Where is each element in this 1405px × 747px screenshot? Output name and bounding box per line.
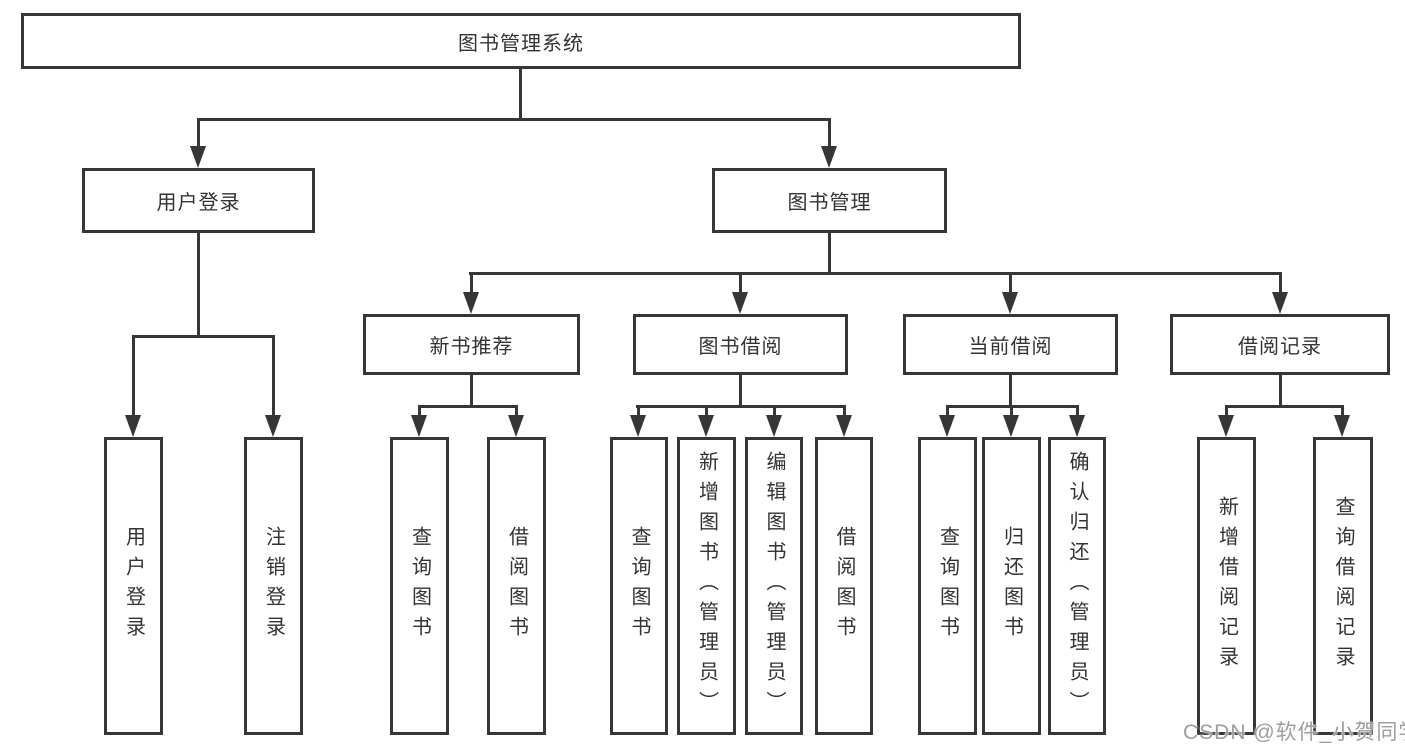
connector-line [843, 405, 846, 419]
connector-line [469, 272, 1282, 275]
connector-line [519, 69, 522, 121]
connector-line [418, 405, 421, 419]
arrowhead-down-icon [630, 415, 646, 437]
leaf-label: 借阅图书 [833, 526, 855, 646]
arrowhead-down-icon [125, 415, 141, 437]
connector-line [739, 375, 742, 405]
arrowhead-down-icon [1069, 415, 1085, 437]
arrowhead-down-icon [411, 415, 427, 437]
arrowhead-down-icon [698, 415, 714, 437]
connector-line [637, 405, 640, 419]
leaf-label: 新增借阅记录 [1215, 496, 1238, 676]
node-borrowing-records: 借阅记录 [1170, 314, 1390, 375]
node-new-book-recommendation: 新书推荐 [363, 314, 580, 375]
connector-line [1279, 375, 1282, 405]
arrowhead-down-icon [821, 146, 837, 168]
leaf-label: 编辑图书（管理员） [763, 451, 785, 721]
connector-line [739, 272, 742, 296]
connector-line [470, 375, 473, 405]
leaf-add-borrow-record: 新增借阅记录 [1197, 437, 1256, 735]
leaf-query-books-borrow: 查询图书 [610, 437, 668, 735]
connector-line [1279, 272, 1282, 296]
connector-line [132, 335, 275, 338]
connector-line [1076, 405, 1079, 419]
connector-line [418, 405, 518, 408]
leaf-query-borrow-record: 查询借阅记录 [1313, 437, 1373, 735]
connector-line [773, 405, 776, 419]
connector-line [1225, 405, 1344, 408]
leaf-add-book-admin: 新增图书（管理员） [677, 437, 736, 735]
arrowhead-down-icon [766, 415, 782, 437]
node-current-borrowing: 当前借阅 [903, 314, 1118, 375]
connector-line [132, 335, 135, 420]
connector-line [828, 233, 831, 272]
node-book-management: 图书管理 [712, 168, 947, 233]
arrowhead-down-icon [836, 415, 852, 437]
node-user-login: 用户登录 [82, 168, 315, 233]
leaf-logout: 注销登录 [244, 437, 303, 735]
arrowhead-down-icon [939, 415, 955, 437]
arrowhead-down-icon [190, 146, 206, 168]
leaf-label: 查询图书 [408, 526, 431, 646]
connector-line [946, 405, 949, 419]
leaf-confirm-return-admin: 确认归还（管理员） [1048, 437, 1106, 735]
leaf-user-login: 用户登录 [104, 437, 163, 735]
connector-line [1225, 405, 1228, 419]
arrowhead-down-icon [265, 415, 281, 437]
watermark: CSDN @软件_小贺同学 [1183, 721, 1405, 744]
arrowhead-down-icon [1003, 415, 1019, 437]
arrowhead-down-icon [732, 292, 748, 314]
arrowhead-down-icon [1218, 415, 1234, 437]
leaf-label: 确认归还（管理员） [1066, 451, 1088, 721]
connector-line [197, 118, 200, 150]
arrowhead-down-icon [1272, 292, 1288, 314]
connector-line [1010, 405, 1013, 419]
connector-line [470, 272, 473, 296]
leaf-return-books: 归还图书 [982, 437, 1041, 735]
arrowhead-down-icon [463, 292, 479, 314]
node-library-system: 图书管理系统 [21, 13, 1021, 69]
leaf-label: 归还图书 [1000, 526, 1023, 646]
leaf-query-books-recommend: 查询图书 [390, 437, 449, 735]
leaf-label: 借阅图书 [505, 526, 528, 646]
connector-line [272, 335, 275, 420]
connector-line [197, 233, 200, 335]
leaf-label: 查询借阅记录 [1332, 496, 1354, 676]
connector-line [197, 118, 831, 121]
leaf-borrow-books: 借阅图书 [815, 437, 873, 735]
arrowhead-down-icon [1002, 292, 1018, 314]
connector-line [636, 405, 845, 408]
connector-line [1009, 375, 1012, 405]
leaf-label: 查询图书 [936, 526, 959, 646]
leaf-borrow-books-recommend: 借阅图书 [487, 437, 546, 735]
leaf-edit-book-admin: 编辑图书（管理员） [745, 437, 803, 735]
leaf-label: 查询图书 [628, 526, 650, 646]
leaf-label: 用户登录 [122, 526, 145, 646]
leaf-label: 注销登录 [262, 526, 285, 646]
arrowhead-down-icon [508, 415, 524, 437]
connector-line [705, 405, 708, 419]
connector-line [1009, 272, 1012, 296]
leaf-query-books-current: 查询图书 [918, 437, 977, 735]
node-book-borrowing: 图书借阅 [633, 314, 848, 375]
connector-line [1341, 405, 1344, 419]
leaf-label: 新增图书（管理员） [695, 451, 718, 721]
connector-line [828, 118, 831, 150]
arrowhead-down-icon [1334, 415, 1350, 437]
connector-line [515, 405, 518, 419]
